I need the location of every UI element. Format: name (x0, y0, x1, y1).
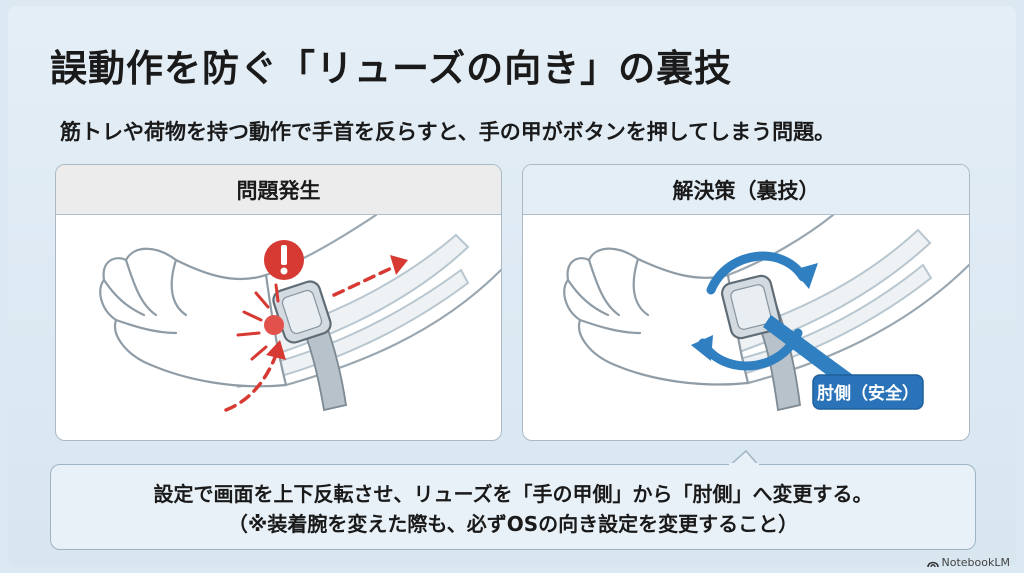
page-subtitle: 筋トレや荷物を持つ動作で手首を反らすと、手の甲がボタンを押してしまう問題。 (60, 120, 836, 144)
watch-body (272, 280, 332, 344)
brand-text: NotebookLM (941, 556, 1010, 569)
label-pointer (763, 315, 853, 387)
summary-callout: 設定で画面を上下反転させ、リューズを「手の甲側」から「肘側」へ変更する。 （※装… (50, 464, 976, 550)
problem-illustration (99, 215, 501, 412)
rotate-arrow-head-top (793, 263, 818, 289)
elbow-side-label-box (812, 374, 924, 410)
impact-burst-icon (236, 283, 284, 361)
hand-outline (99, 247, 288, 388)
solution-panel: 解決策（裏技） (522, 164, 970, 441)
watch-body (720, 274, 782, 340)
notebooklm-logo-icon (926, 561, 939, 567)
upper-arrow-head (390, 255, 408, 275)
elbow-side-label: 肘側（安全） (817, 383, 919, 404)
callout-line-2: （※装着腕を変えた際も、必ずOSの向き設定を変更すること） (227, 512, 799, 536)
alert-icon (264, 240, 304, 280)
problem-heading: 問題発生 (56, 165, 501, 215)
page-title: 誤動作を防ぐ「リューズの向き」の裏技 (50, 47, 733, 90)
lower-motion-arrow (224, 353, 278, 412)
problem-panel: 問題発生 (55, 164, 502, 441)
solution-illustration: 肘側（安全） (563, 215, 969, 412)
callout-line-1: 設定で画面を上下反転させ、リューズを「手の甲側」から「肘側」へ変更する。 (153, 482, 873, 506)
solution-heading: 解決策（裏技） (523, 165, 969, 215)
brand-watermark: NotebookLM (926, 556, 1010, 569)
upper-motion-arrow (332, 265, 396, 297)
callout-tail-mask (729, 463, 759, 467)
lower-arrow-head (266, 340, 286, 360)
rotate-arrow-head-bottom (691, 335, 713, 361)
